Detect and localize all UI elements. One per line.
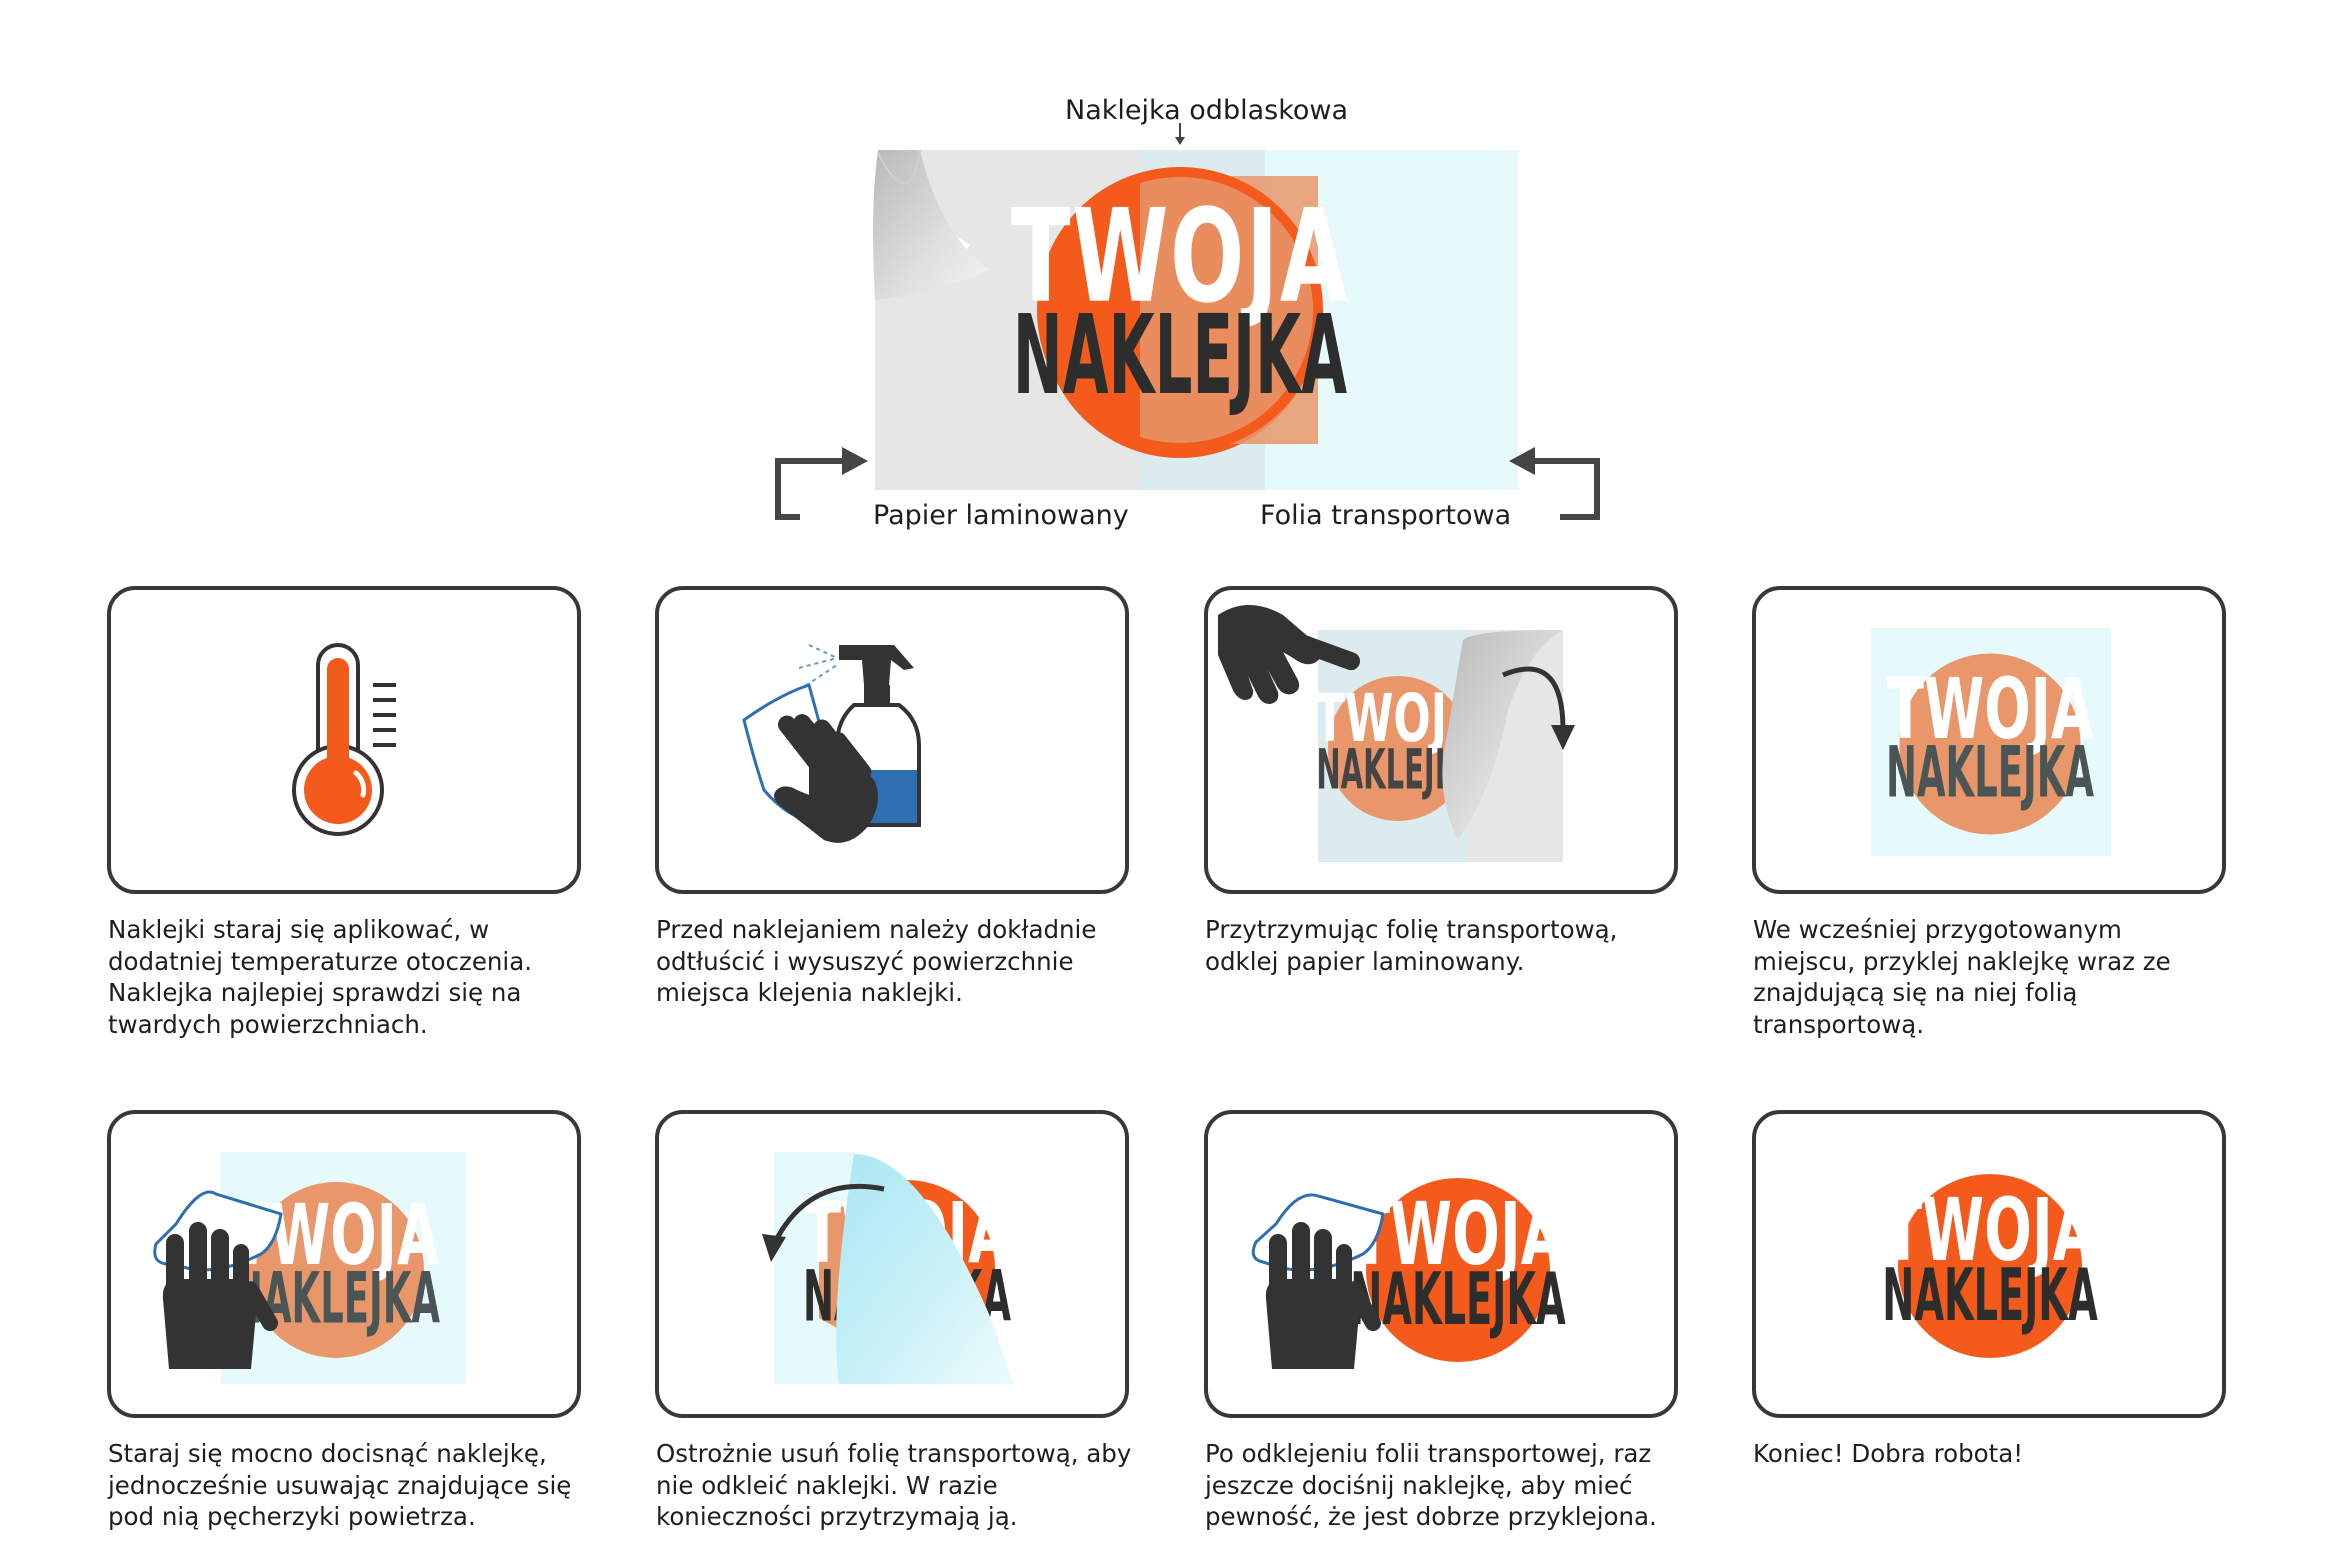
logo-top-text: TWOJA xyxy=(1011,181,1349,331)
step-card-3: TWOJA NAKLEJKA xyxy=(1204,586,1678,894)
final-press-icon: TWOJA NAKLEJKA xyxy=(1251,1178,1566,1369)
sticker-logo: TWOJA NAKLEJKA xyxy=(1011,167,1349,458)
step-caption-3: Przytrzymując folię transportową, odklej… xyxy=(1205,915,1618,976)
step-card-1 xyxy=(107,586,581,894)
step-card-6: TWOJA NAKLEJKA xyxy=(655,1110,1129,1418)
finished-sticker-icon: TWOJA NAKLEJKA xyxy=(1882,1174,2098,1358)
remove-film-icon: TWOJA NAKLEJKA xyxy=(762,1152,1014,1384)
step-caption-1: Naklejki staraj się aplikować, w dodatni… xyxy=(108,915,533,1039)
press-sticker-icon: TWOJA NAKLEJKA xyxy=(153,1152,466,1384)
cleaning-spray-icon xyxy=(742,644,921,843)
label-transport-film: Folia transportowa xyxy=(1260,500,1512,531)
sticker-layers-diagram: TWOJA NAKLEJKA xyxy=(775,123,1600,520)
step-caption-4: We wcześniej przygotowanym miejscu, przy… xyxy=(1753,915,2171,1039)
stick-sticker-icon: TWOJA NAKLEJKA xyxy=(1871,628,2111,856)
label-laminated-paper: Papier laminowany xyxy=(873,500,1129,531)
step-card-8: TWOJA NAKLEJKA xyxy=(1752,1110,2226,1418)
thermometer-icon xyxy=(292,643,396,836)
step-card-5: TWOJA NAKLEJKA xyxy=(107,1110,581,1418)
svg-text:TWOJA: TWOJA xyxy=(1887,660,2094,758)
logo-bottom-text: NAKLEJKA xyxy=(1013,291,1347,419)
step-caption-8: Koniec! Dobra robota! xyxy=(1753,1439,2024,1468)
diagram: TWOJA NAKLEJKA Naklejka odblaskowa Papie… xyxy=(760,95,1640,545)
step-caption-7: Po odklejeniu folii transportowej, raz j… xyxy=(1205,1439,1657,1531)
step-caption-2: Przed naklejaniem należy dokładnie odtłu… xyxy=(656,915,1097,1007)
step-caption-5: Staraj się mocno docisnąć naklejkę, jedn… xyxy=(108,1439,572,1531)
svg-text:NAKLEJKA: NAKLEJKA xyxy=(1886,733,2094,814)
step-card-4: TWOJA NAKLEJKA xyxy=(1752,586,2226,894)
step-card-2 xyxy=(655,586,1129,894)
step-card-7: TWOJA NAKLEJKA xyxy=(1204,1110,1678,1418)
peeled-corner xyxy=(873,150,990,300)
svg-text:TWOJA: TWOJA xyxy=(1352,1185,1565,1286)
svg-text:TWOJA: TWOJA xyxy=(1884,1181,2097,1282)
svg-text:NAKLEJKA: NAKLEJKA xyxy=(1882,1252,2097,1337)
label-reflective-sticker: Naklejka odblaskowa xyxy=(1065,95,1349,126)
peel-paper-icon: TWOJA NAKLEJKA xyxy=(1218,605,1575,862)
svg-text:NAKLEJKA: NAKLEJKA xyxy=(1350,1256,1565,1341)
step-caption-6: Ostrożnie usuń folię transportową, aby n… xyxy=(656,1439,1132,1531)
